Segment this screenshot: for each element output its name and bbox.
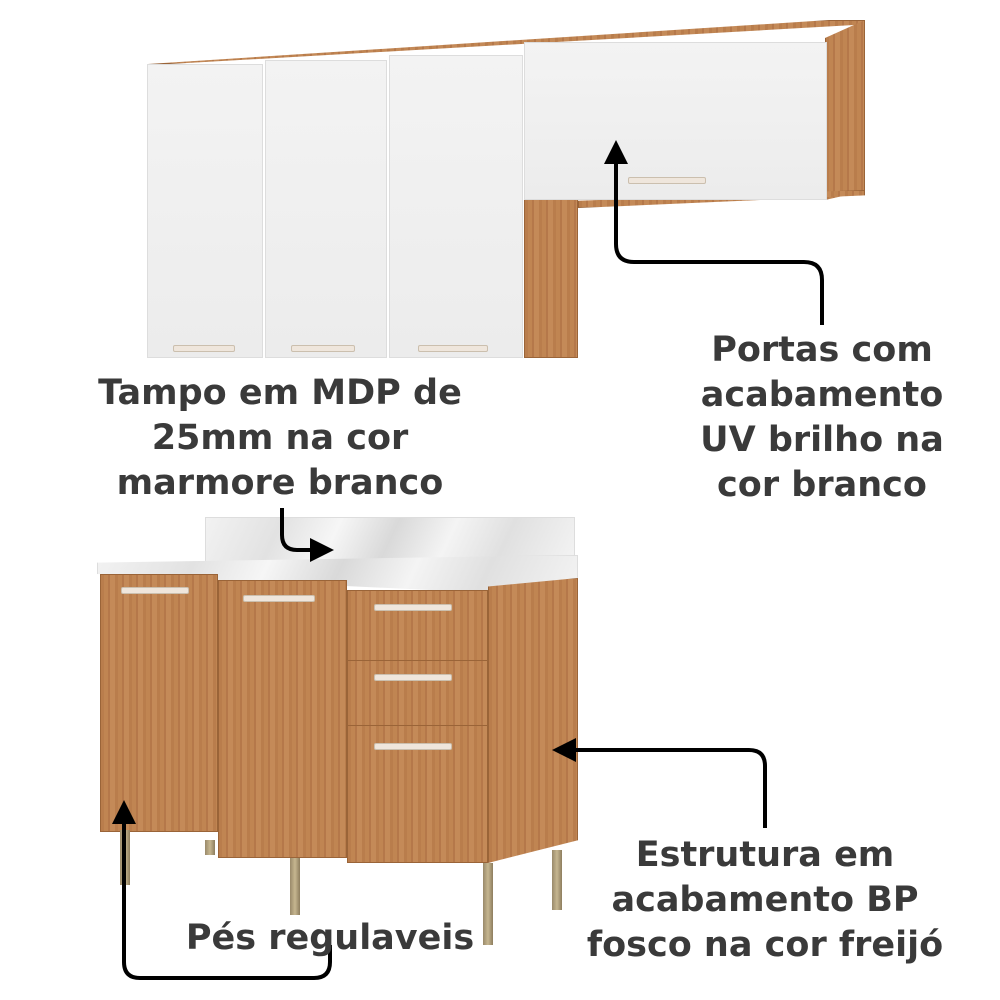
label-line: fosco na cor freijó	[586, 925, 944, 965]
upper-door-1	[147, 64, 263, 358]
label-line: cor branco	[717, 465, 927, 505]
label-pes: Pés regulaveis	[185, 918, 475, 958]
arrow-portas	[604, 140, 824, 325]
base-door-2	[218, 580, 347, 858]
arrow-tampo	[280, 508, 334, 562]
drawer-1	[347, 590, 488, 666]
label-line: 25mm na cor	[151, 418, 409, 458]
label-line: marmore branco	[116, 463, 444, 503]
label-line: acabamento BP	[611, 880, 919, 920]
leg	[290, 858, 300, 915]
upper-door-4	[524, 42, 827, 200]
arrow-estrutura	[552, 738, 767, 828]
leg	[205, 840, 215, 855]
label-line: Estrutura em	[635, 835, 895, 875]
backsplash	[205, 517, 575, 562]
arrow-pes	[112, 800, 332, 980]
label-line: Tampo em MDP de	[98, 373, 462, 413]
base-door-1	[100, 574, 218, 832]
label-line: Portas com	[711, 330, 933, 370]
leg	[483, 863, 493, 945]
upper-door-2	[265, 60, 387, 358]
label-estrutura: Estrutura em acabamento BP fosco na cor …	[575, 833, 955, 968]
leg	[552, 850, 562, 910]
label-tampo: Tampo em MDP de 25mm na cor marmore bran…	[60, 371, 500, 506]
label-line: acabamento	[700, 375, 944, 415]
label-portas: Portas com acabamento UV brilho na cor b…	[672, 328, 972, 508]
upper-door-3	[389, 55, 523, 358]
upper-column	[524, 195, 578, 358]
drawer-2	[347, 660, 488, 736]
drawer-3	[347, 725, 488, 863]
label-line: UV brilho na	[700, 420, 944, 460]
base-side-panel	[488, 578, 578, 863]
